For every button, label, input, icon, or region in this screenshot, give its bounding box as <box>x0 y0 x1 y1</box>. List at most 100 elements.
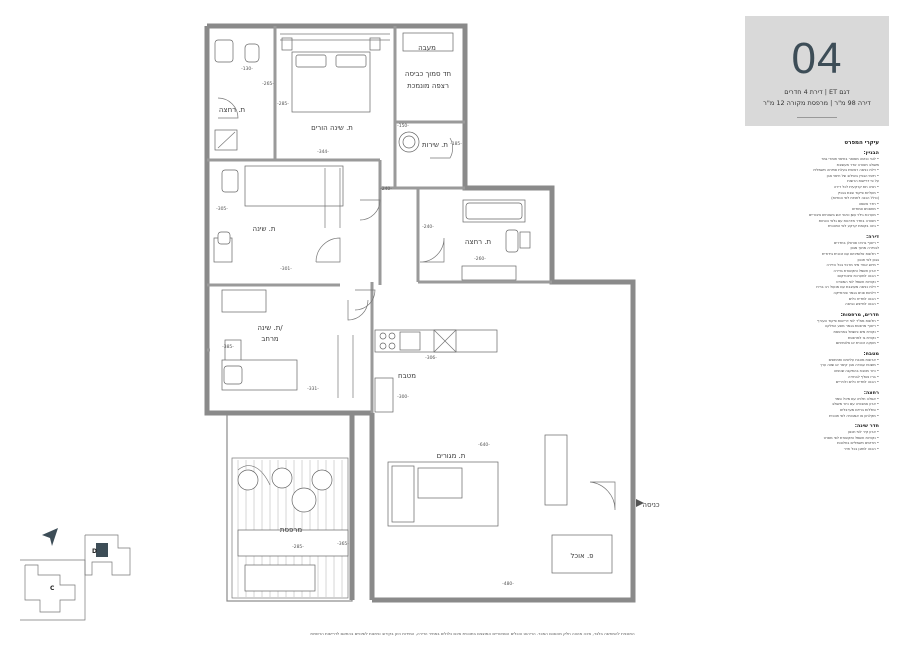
dimension: -331- <box>307 386 319 392</box>
spec-line: • משטח עבודה אבן קיסר או שווה ערך <box>819 363 879 368</box>
dimension: -240- <box>380 186 392 192</box>
dimension: -305- <box>216 206 228 212</box>
spec-line: • חדר אשפה <box>858 201 879 206</box>
spec-line: • נקודת מים וחשמל במרפסת <box>833 330 879 335</box>
spec-line: • חניה תת קרקעית לכל דירה <box>833 184 879 189</box>
spec-section-heading: חדר שינה: <box>854 423 879 430</box>
spec-line: משולב תאורה אדר מעוצבת <box>836 162 879 167</box>
spec-line: • תריסים חשמליים בחלונות <box>837 441 879 446</box>
entrance-arrow-icon <box>636 499 644 507</box>
living-label: ת. מגורים <box>437 452 466 460</box>
dimension: -385- <box>222 344 234 350</box>
dimension: -185- <box>450 141 462 147</box>
spec-line: • הכנה למערכת אינטרקום <box>837 274 879 279</box>
unit-area: דירה 98 מ"ר | מרפסת מקורה 12 מ"ר <box>763 99 871 107</box>
unit-header: 04 דגם ET | דירת 4 חדרים דירה 98 מ"ר | מ… <box>745 16 889 126</box>
spec-line: • נקודות חשמל לפי המפרט <box>836 279 879 284</box>
key-plan: D C <box>20 534 131 621</box>
bedroom-label: ת. שינה <box>253 225 276 233</box>
spec-line: • מחסנים צמודים <box>852 207 879 212</box>
dimension: -301- <box>280 266 292 272</box>
closet-label-2: רצפה מונמכת <box>407 82 449 90</box>
spec-line: • הכנה למייבש כביסה <box>845 302 879 307</box>
dimension: -260- <box>474 256 486 262</box>
spec-section-heading: הבניין: <box>863 150 879 156</box>
spec-line: • דלתות פנים בגמר פורמייקה <box>833 291 880 296</box>
spec-line: • הכנה למזגן בכל חדר <box>843 446 879 451</box>
spec-line: • דלת כניסה ראשית בעלת פתיחה חשמלית <box>813 168 879 173</box>
dining-label: פ. אוכל <box>570 552 593 560</box>
spec-line: • מעליות פיקוד שבת בבניין <box>837 190 879 195</box>
dimension: -365- <box>337 541 349 547</box>
spec-line: • תאורה בחדר מדרגות עם גלאי נוכחות <box>818 218 879 223</box>
spec-line: • אסלה תלויה עם מיכל סמוי <box>835 396 879 401</box>
spec-line: • חיפוי הבניין בשילוב של חיפוי אבן <box>826 173 879 178</box>
spec-line: בגוון לפי תכנון <box>857 257 879 262</box>
keyplan-label-d: D <box>92 548 97 555</box>
spec-line: • הכנה למדיח כלים <box>848 296 879 301</box>
spec-line: • ריצוף גרניט פורצלן בחדרים <box>833 240 879 245</box>
dimension: -306- <box>425 355 437 361</box>
spec-title: עיקרי המפרט <box>844 140 879 146</box>
laundry-label: מעבה <box>418 44 436 52</box>
spec-line: • סוללות ברזים מערבלים <box>840 407 879 412</box>
dimension: -150- <box>397 123 409 129</box>
divider <box>797 117 837 118</box>
spec-line: • ריצוף מרפסת בגמר מונע החלקה <box>824 324 879 329</box>
spec-section-heading: רחצה: <box>863 389 879 396</box>
spec-line: • הכנה למדיח כלים ולכיריים <box>835 380 879 385</box>
spec-line: על פי דרישות הרשות <box>847 179 879 184</box>
spec-line: • נקודות חשמל ותקשורת לפי מפרט <box>823 435 879 440</box>
service-label: ת. שירות <box>422 141 448 149</box>
spec-line: • מעקה זכוכית או אלומיניום <box>835 341 879 346</box>
spec-line: לבחירה מתוך מגוון <box>850 246 879 251</box>
doors <box>217 97 616 511</box>
closet-label-1: חד סמוך כביסה <box>405 70 451 78</box>
spec-line: • ארונות מטבח עליונים ותחתונים <box>828 357 879 362</box>
master-bedroom-label: ת. שינה הורים <box>311 124 353 132</box>
spec-line: • דלת כניסה מעוצבת עם מנעול רב בריח <box>816 285 879 290</box>
interior-walls <box>207 26 552 413</box>
highlighted-unit <box>96 543 108 557</box>
spec-line: • לובי כניסה מפואר בחיפוי חומרי גמר <box>821 157 879 161</box>
keyplan-label-c: C <box>50 585 55 592</box>
dimension: -265- <box>262 81 274 87</box>
spec-line: • ארון אמבטיה עם כיור משולב <box>831 402 879 407</box>
kitchen-label: מטבח <box>398 372 416 380</box>
spec-section-heading: דירה: <box>866 233 879 240</box>
spec-line: • חלונות ממ"ד לפי דרישות פיקוד העורף <box>817 318 879 323</box>
bathroom-mid-label: ת. רחצה <box>465 238 491 246</box>
dimension: -285- <box>292 544 304 550</box>
furniture <box>213 32 613 592</box>
spec-section-heading: מטבח: <box>863 350 880 357</box>
spec-line: • ארון קיר לפי תכנון <box>847 430 879 435</box>
spec-line: • מערכת גילוי עשן וכיבוי אש בשטחים ציבור… <box>809 212 879 217</box>
compass-arrow-icon <box>42 528 58 546</box>
balcony-label: מרפסת <box>280 526 302 534</box>
dimension: -640- <box>478 442 490 448</box>
dimension: -480- <box>502 581 514 587</box>
disclaimer: התוכנית להמחשה בלבד, אינה מהווה חלק מהסכ… <box>310 631 635 636</box>
spec-line: • מקלחון או אמבטיה לפי תוכנית <box>829 413 879 418</box>
spec-line: (כולל הכנה לחניות לפי הנחיות) <box>831 196 879 201</box>
spec-list: עיקרי המפרט הבניין:• לובי כניסה מפואר בח… <box>751 140 879 453</box>
dimension: -300- <box>397 394 409 400</box>
unit-info-panel: 04 דגם ET | דירת 4 חדרים דירה 98 מ"ר | מ… <box>745 16 889 636</box>
spec-line: • חלונות אלומיניום עם זכוכית בידודית <box>821 251 879 256</box>
spec-line: • נקודת גז למרפסת <box>847 335 879 340</box>
spec-section-heading: חדרים, מרפסות: <box>840 311 879 318</box>
study-label-2: מרחב <box>261 335 279 343</box>
bathroom-top-label: ת. רחצה <box>219 106 245 114</box>
room-labels: ת. רחצה ת. שינה הורים מעבה חד סמוך כביסה… <box>219 44 660 560</box>
unit-type: דגם ET | דירת 4 חדרים <box>784 88 850 96</box>
entrance-label: כניסה <box>642 501 659 509</box>
spec-line: • כיור מטבח בהתקנה שטוחה <box>833 369 879 373</box>
floor-plan: ת. רחצה ת. שינה הורים מעבה חד סמוך כביסה… <box>20 23 660 621</box>
unit-number: 04 <box>791 34 843 83</box>
dimension: -240- <box>422 224 434 230</box>
dimension: -285- <box>277 101 289 107</box>
spec-line: • ברז נשלף לבחירה <box>848 374 879 379</box>
spec-line: • גינה בקומת קרקע לפי התוכנית <box>828 224 879 229</box>
dimension-labels: -130- -265- -285- -344- -150- -185- -240… <box>216 66 514 587</box>
spec-line: • ארון חשמל ותקשורת בדירה <box>833 268 879 273</box>
